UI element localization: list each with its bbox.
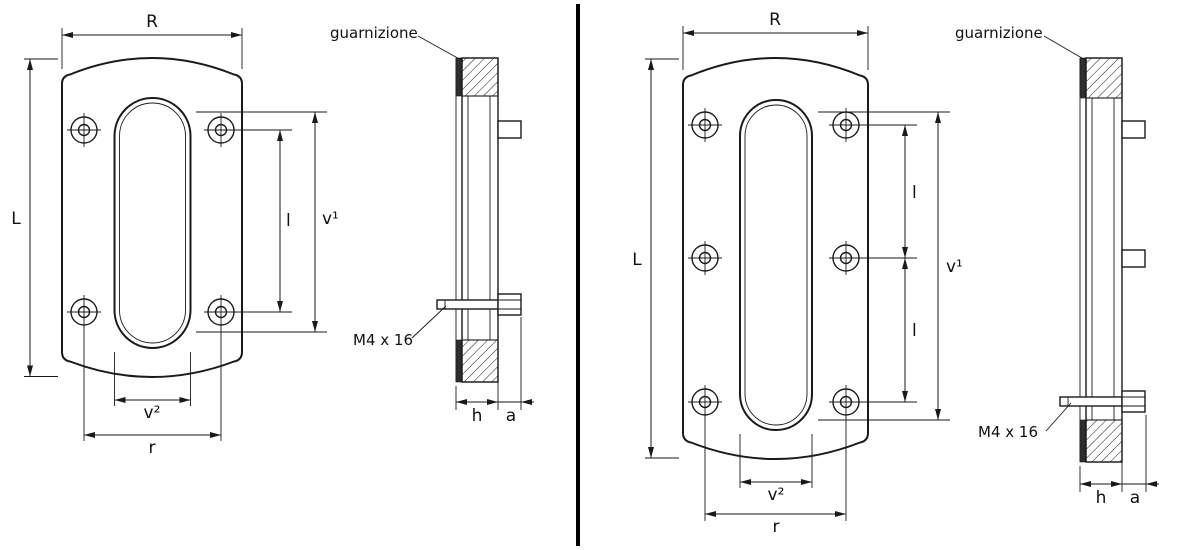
dim-label-l-bottom: l: [912, 321, 917, 341]
screw-spec-label: M4 x 16: [353, 331, 413, 349]
left-dim-v2: v²: [114, 352, 191, 423]
gasket-label: guarnizione: [330, 24, 418, 42]
screw-shaft: [436, 299, 499, 310]
right-dim-l: l l: [861, 124, 917, 403]
dim-label-R: R: [146, 12, 158, 32]
mounting-clip: [1121, 120, 1146, 139]
hatch-block-bottom: [461, 339, 499, 383]
plate-outline: [682, 57, 869, 460]
gasket-section-bottom: [1079, 419, 1087, 463]
hatch-block-top: [461, 57, 499, 97]
dim-label-v2: v²: [768, 485, 785, 505]
left-dim-L: L: [11, 58, 58, 377]
dim-label-v1: v¹: [322, 209, 339, 229]
right-dim-v2: v²: [739, 434, 813, 505]
left-figure: R L l v¹ v²: [11, 12, 534, 458]
dim-label-L: L: [11, 209, 21, 229]
right-dim-r: r: [704, 417, 847, 537]
right-annotations: guarnizione M4 x 16: [955, 24, 1088, 441]
right-dim-h-a: h a: [1079, 415, 1159, 508]
left-dim-R: R: [61, 12, 243, 69]
gasket-section-top: [455, 57, 463, 97]
left-front-view: [61, 57, 243, 378]
plate-outline: [61, 57, 243, 378]
mounting-clip: [497, 120, 522, 139]
dim-label-l-top: l: [912, 183, 917, 203]
dim-label-L: L: [632, 250, 642, 270]
dim-label-a: a: [506, 406, 516, 426]
dim-label-l: l: [286, 211, 291, 231]
left-annotations: guarnizione M4 x 16: [330, 24, 464, 349]
right-front-view: [682, 57, 869, 460]
gasket-section-bottom: [455, 339, 463, 383]
dim-label-r: r: [149, 438, 156, 458]
left-dim-v1: v¹: [196, 111, 339, 333]
gasket-label: guarnizione: [955, 24, 1043, 42]
dim-label-h: h: [472, 406, 483, 426]
body-section: [461, 57, 499, 383]
right-dim-R: R: [682, 10, 869, 70]
dim-label-r: r: [773, 517, 780, 537]
screw-spec-label: M4 x 16: [978, 423, 1038, 441]
left-dim-h-a: h a: [455, 317, 534, 426]
right-side-view: [1059, 57, 1146, 463]
recess-obround-outer: [113, 97, 192, 349]
dim-label-R: R: [769, 10, 781, 30]
dim-label-a: a: [1130, 488, 1140, 508]
center-divider: [576, 4, 580, 546]
right-figure: R L l l v¹: [632, 10, 1159, 537]
left-dim-l: l: [236, 129, 292, 313]
dim-label-v1: v¹: [946, 257, 963, 277]
hatch-block-top: [1085, 57, 1123, 99]
screw-nut: [1121, 390, 1146, 413]
right-dim-L: L: [632, 58, 679, 459]
recess-obround-inner: [744, 104, 808, 426]
dim-label-v2: v²: [144, 403, 161, 423]
recess-obround-outer: [739, 99, 813, 431]
hatch-block-bottom: [1085, 419, 1123, 463]
left-side-view: [436, 57, 522, 383]
mounting-clip: [1121, 249, 1146, 268]
recess-obround-inner: [119, 102, 186, 344]
dim-label-h: h: [1096, 488, 1107, 508]
gasket-section-top: [1079, 57, 1087, 99]
screw-nut: [497, 293, 522, 316]
left-dim-r: r: [83, 327, 222, 458]
right-dim-v1: v¹: [818, 111, 963, 421]
